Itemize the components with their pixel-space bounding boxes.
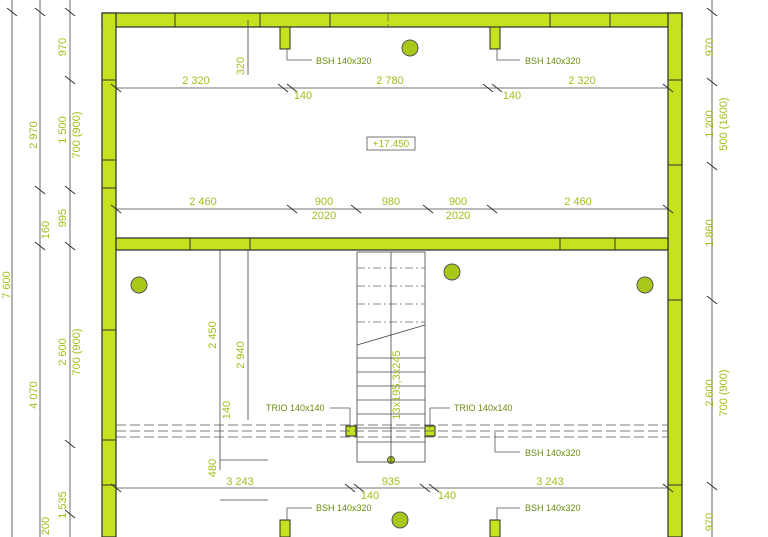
dim-left-inner-3: 995	[57, 209, 69, 227]
mid-dim-texts: 2 460 900 980 900 2 460 2020 2020	[189, 196, 592, 222]
walls	[101, 12, 683, 537]
interior-dim-texts: 2 450 2 940 140 480 13x195,3x245	[207, 321, 403, 477]
dim-mid-sub-2: 2020	[446, 210, 470, 222]
column-left	[130, 276, 148, 294]
trio-label-1: TRIO 140x140	[266, 403, 325, 413]
dim-bottom-small-2: 140	[438, 490, 456, 502]
dim-right-4: 2 600	[704, 379, 716, 407]
left-wall	[101, 12, 117, 537]
dim-bottom-2: 935	[382, 476, 400, 488]
dim-right-5: 970	[704, 513, 716, 531]
dim-mid-2: 900	[315, 196, 333, 208]
top-wall-opening	[388, 14, 488, 26]
elevation-text: +17.450	[373, 139, 410, 150]
beam-label-5: BSH 140x320	[525, 503, 581, 513]
dim-bottom-3: 3 243	[536, 476, 564, 488]
dim-left-mid-2: 4 070	[28, 381, 40, 409]
column-top	[401, 39, 419, 57]
beam-post-top-left	[279, 26, 291, 50]
dim-left-outer: 7 600	[1, 271, 13, 299]
dim-right-sub-2: 700 (900)	[718, 369, 730, 416]
beam-label-2: BSH 140x320	[525, 56, 581, 66]
middle-wall-opening-left	[292, 239, 356, 249]
stair	[356, 251, 426, 463]
dim-right-2: 1 200	[704, 110, 716, 138]
dimension-lines	[11, 0, 713, 537]
trio-label-2: TRIO 140x140	[454, 403, 513, 413]
bottom-dim-texts: 3 243 935 3 243 140 140	[226, 476, 564, 502]
dim-left-inner-4: 160	[40, 221, 52, 239]
column-bottom	[391, 511, 409, 529]
dim-top-1: 2 320	[182, 75, 210, 87]
dim-mid-3: 980	[382, 196, 400, 208]
dim-inner-3: 140	[221, 401, 233, 419]
dim-inner-1: 2 450	[207, 321, 219, 349]
dim-top-2: 2 780	[376, 75, 404, 87]
columns	[130, 39, 654, 529]
beam-labels: BSH 140x320 BSH 140x320 BSH 140x320 BSH …	[266, 56, 581, 513]
beam-lines	[116, 13, 668, 438]
beam-post-bottom-left	[279, 519, 291, 537]
dim-mid-5: 2 460	[564, 196, 592, 208]
beam-label-3: BSH 140x320	[525, 448, 581, 458]
dim-right-1: 970	[704, 38, 716, 56]
dim-left-inner-1: 970	[57, 38, 69, 56]
dim-inner-4: 480	[207, 459, 219, 477]
beam-post-top-right	[489, 26, 501, 50]
stair-label: 13x195,3x245	[391, 350, 403, 419]
dim-left-inner-5: 2 600	[57, 338, 69, 366]
dim-mid-1: 2 460	[189, 196, 217, 208]
dimension-ticks	[6, 7, 718, 519]
dim-left-inner-6: 1 535	[57, 491, 69, 519]
dim-right-3: 1 860	[704, 219, 716, 247]
dim-mid-4: 900	[449, 196, 467, 208]
dim-left-inner-sub-1: 700 (900)	[71, 111, 83, 158]
column-right	[636, 276, 654, 294]
dim-bottom-small-1: 140	[361, 490, 379, 502]
column-mid	[443, 263, 461, 281]
dim-top-small-2: 140	[503, 90, 521, 102]
dim-top-3: 2 320	[568, 75, 596, 87]
dim-right-sub-1: 500 (1600)	[718, 97, 730, 150]
middle-wall	[115, 237, 669, 251]
dim-mid-sub-1: 2020	[312, 210, 336, 222]
dim-top-depth: 320	[235, 57, 247, 75]
elevation-marker: +17.450	[366, 136, 416, 151]
dim-left-inner-sub-2: 700 (900)	[71, 328, 83, 375]
dim-bottom-1: 3 243	[226, 476, 254, 488]
dim-left-mid-1: 2 970	[28, 121, 40, 149]
middle-wall-opening-right	[428, 239, 492, 249]
beam-label-4: BSH 140x320	[316, 503, 372, 513]
leaders	[286, 48, 520, 520]
dim-left-inner-2: 1 500	[57, 116, 69, 144]
dim-left-inner-7: 200	[40, 517, 52, 535]
right-wall	[667, 12, 683, 537]
top-dim-texts: 2 320 2 780 2 320 140 140 320	[182, 57, 596, 102]
dim-inner-2: 2 940	[235, 341, 247, 369]
left-dim-texts: 7 600 2 970 4 070 970 1 500 700 (900) 99…	[1, 38, 83, 535]
right-dim-texts: 970 1 200 500 (1600) 1 860 2 600 700 (90…	[704, 38, 730, 531]
beam-label-1: BSH 140x320	[316, 56, 372, 66]
beam-post-bottom-right	[489, 519, 501, 537]
dim-top-small-1: 140	[294, 90, 312, 102]
